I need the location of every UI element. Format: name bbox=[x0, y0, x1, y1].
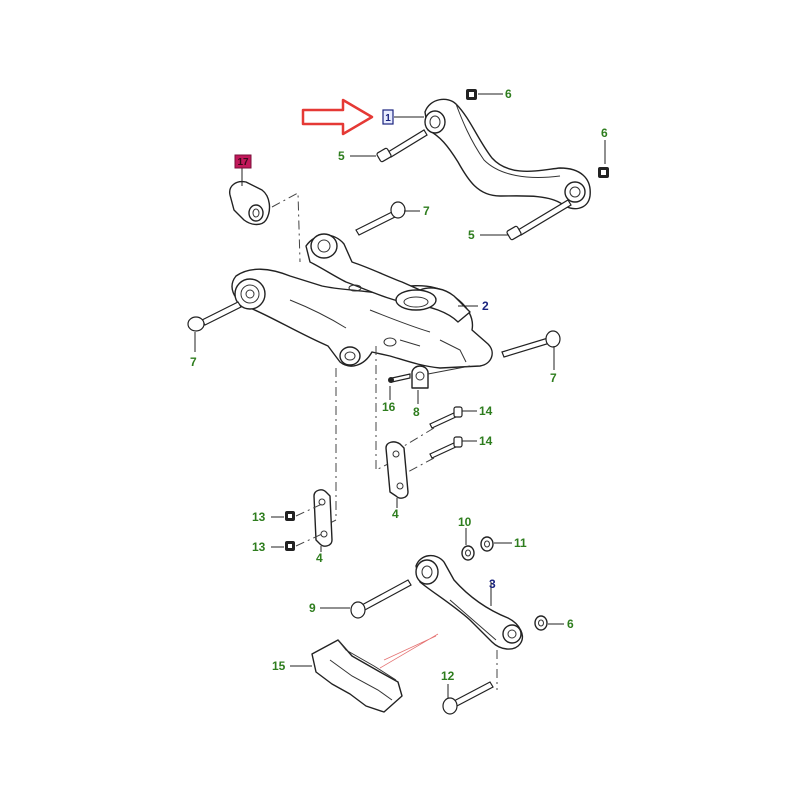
nut-6-top bbox=[466, 89, 477, 100]
callout-15: 15 bbox=[272, 659, 286, 673]
callout-14-upper: 14 bbox=[479, 404, 493, 418]
shield-15 bbox=[311, 639, 403, 713]
callout-10: 10 bbox=[458, 515, 472, 529]
bolt-7-upper bbox=[355, 201, 406, 236]
callout-11: 11 bbox=[514, 536, 527, 550]
callout-17: 17 bbox=[237, 157, 249, 168]
callout-9: 9 bbox=[309, 601, 316, 615]
callout-5-upper: 5 bbox=[338, 149, 345, 163]
bolt-5-lower bbox=[506, 199, 572, 241]
nut-13-upper bbox=[285, 511, 295, 521]
callout-5-lower: 5 bbox=[468, 228, 475, 242]
bolt-14-lower bbox=[429, 436, 463, 459]
callout-4-left: 4 bbox=[316, 551, 323, 565]
callout-2: 2 bbox=[482, 299, 489, 313]
mount-17 bbox=[229, 180, 271, 226]
plate-4-left bbox=[313, 489, 333, 547]
callout-6-top: 6 bbox=[505, 87, 512, 101]
callout-7-upper: 7 bbox=[423, 204, 430, 218]
leader-lines bbox=[194, 93, 606, 698]
highlight-arrow-icon bbox=[301, 98, 374, 136]
callout-16: 16 bbox=[382, 400, 396, 414]
subframe-2 bbox=[231, 233, 493, 369]
callout-12: 12 bbox=[441, 669, 455, 683]
callout-7-left: 7 bbox=[190, 355, 197, 369]
nut-6-lower bbox=[534, 615, 548, 631]
bolt-7-left bbox=[187, 301, 242, 332]
bolt-5-upper bbox=[376, 129, 428, 163]
callout-1: 1 bbox=[385, 113, 391, 124]
callout-7-right: 7 bbox=[550, 371, 557, 385]
bolt-12 bbox=[442, 681, 494, 715]
callout-8: 8 bbox=[413, 405, 420, 419]
bolt-16 bbox=[388, 373, 411, 383]
callout-box-17 bbox=[234, 154, 252, 169]
bolt-9 bbox=[350, 579, 412, 619]
nut-11 bbox=[480, 536, 494, 552]
nut-13-lower bbox=[285, 541, 295, 551]
callout-6-right: 6 bbox=[601, 126, 608, 140]
callout-13-upper: 13 bbox=[252, 510, 266, 524]
nut-6-right bbox=[598, 167, 609, 178]
callout-3: 3 bbox=[489, 577, 496, 591]
callout-6-lower: 6 bbox=[567, 617, 574, 631]
callout-box-1 bbox=[382, 109, 394, 125]
plate-4-right bbox=[385, 441, 409, 499]
callout-14-lower: 14 bbox=[479, 434, 493, 448]
bolt-14-upper bbox=[429, 406, 463, 429]
bracket-8 bbox=[411, 365, 471, 389]
callout-13-lower: 13 bbox=[252, 540, 266, 554]
lower-link-3 bbox=[415, 555, 524, 650]
washer-10 bbox=[461, 545, 475, 561]
callout-4-right: 4 bbox=[392, 507, 399, 521]
upper-control-arm bbox=[424, 98, 591, 210]
bolt-7-right bbox=[501, 330, 561, 358]
